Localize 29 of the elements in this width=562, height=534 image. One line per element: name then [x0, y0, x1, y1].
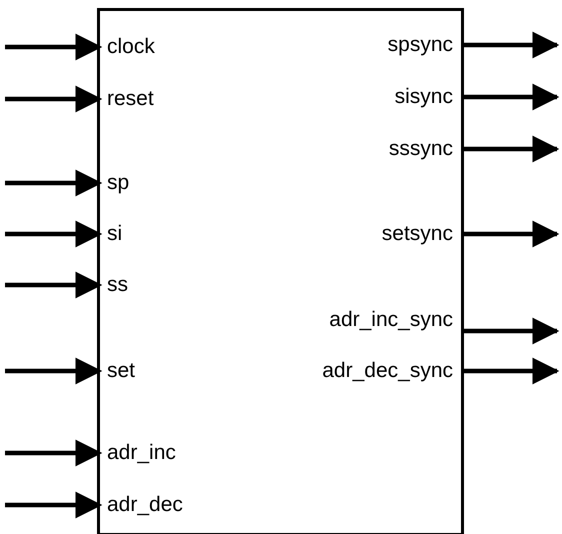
signal-arrow	[5, 86, 102, 112]
signal-arrow	[461, 358, 560, 384]
signal-arrow	[461, 84, 560, 110]
pin-name: clock	[100, 35, 155, 59]
pin-name: spsync	[388, 33, 461, 57]
pin-name: setsync	[382, 222, 461, 246]
signal-arrow	[461, 220, 560, 248]
pin-name: adr_dec_sync	[322, 359, 461, 383]
signal-arrow	[461, 32, 560, 58]
pin-name: sssync	[388, 137, 461, 161]
pin-name: sp	[100, 171, 130, 195]
signal-arrow	[5, 34, 102, 60]
pin-name: si	[100, 222, 122, 246]
signal-arrow	[461, 136, 560, 162]
signal-arrow	[5, 358, 102, 384]
pin-name: reset	[100, 87, 154, 111]
signal-arrow	[5, 272, 102, 298]
pin-name: sisync	[394, 85, 461, 109]
signal-arrow	[5, 492, 102, 518]
component-block	[97, 8, 464, 534]
signal-arrow	[5, 440, 102, 466]
pin-name: adr_dec	[100, 493, 183, 517]
pin-name: adr_inc	[100, 441, 176, 465]
pin-name: adr_inc_sync	[329, 308, 461, 332]
pin-name: ss	[100, 273, 128, 297]
signal-arrow	[5, 220, 102, 248]
signal-arrow	[461, 318, 560, 344]
signal-arrow	[5, 170, 102, 196]
pin-name: set	[100, 359, 136, 383]
